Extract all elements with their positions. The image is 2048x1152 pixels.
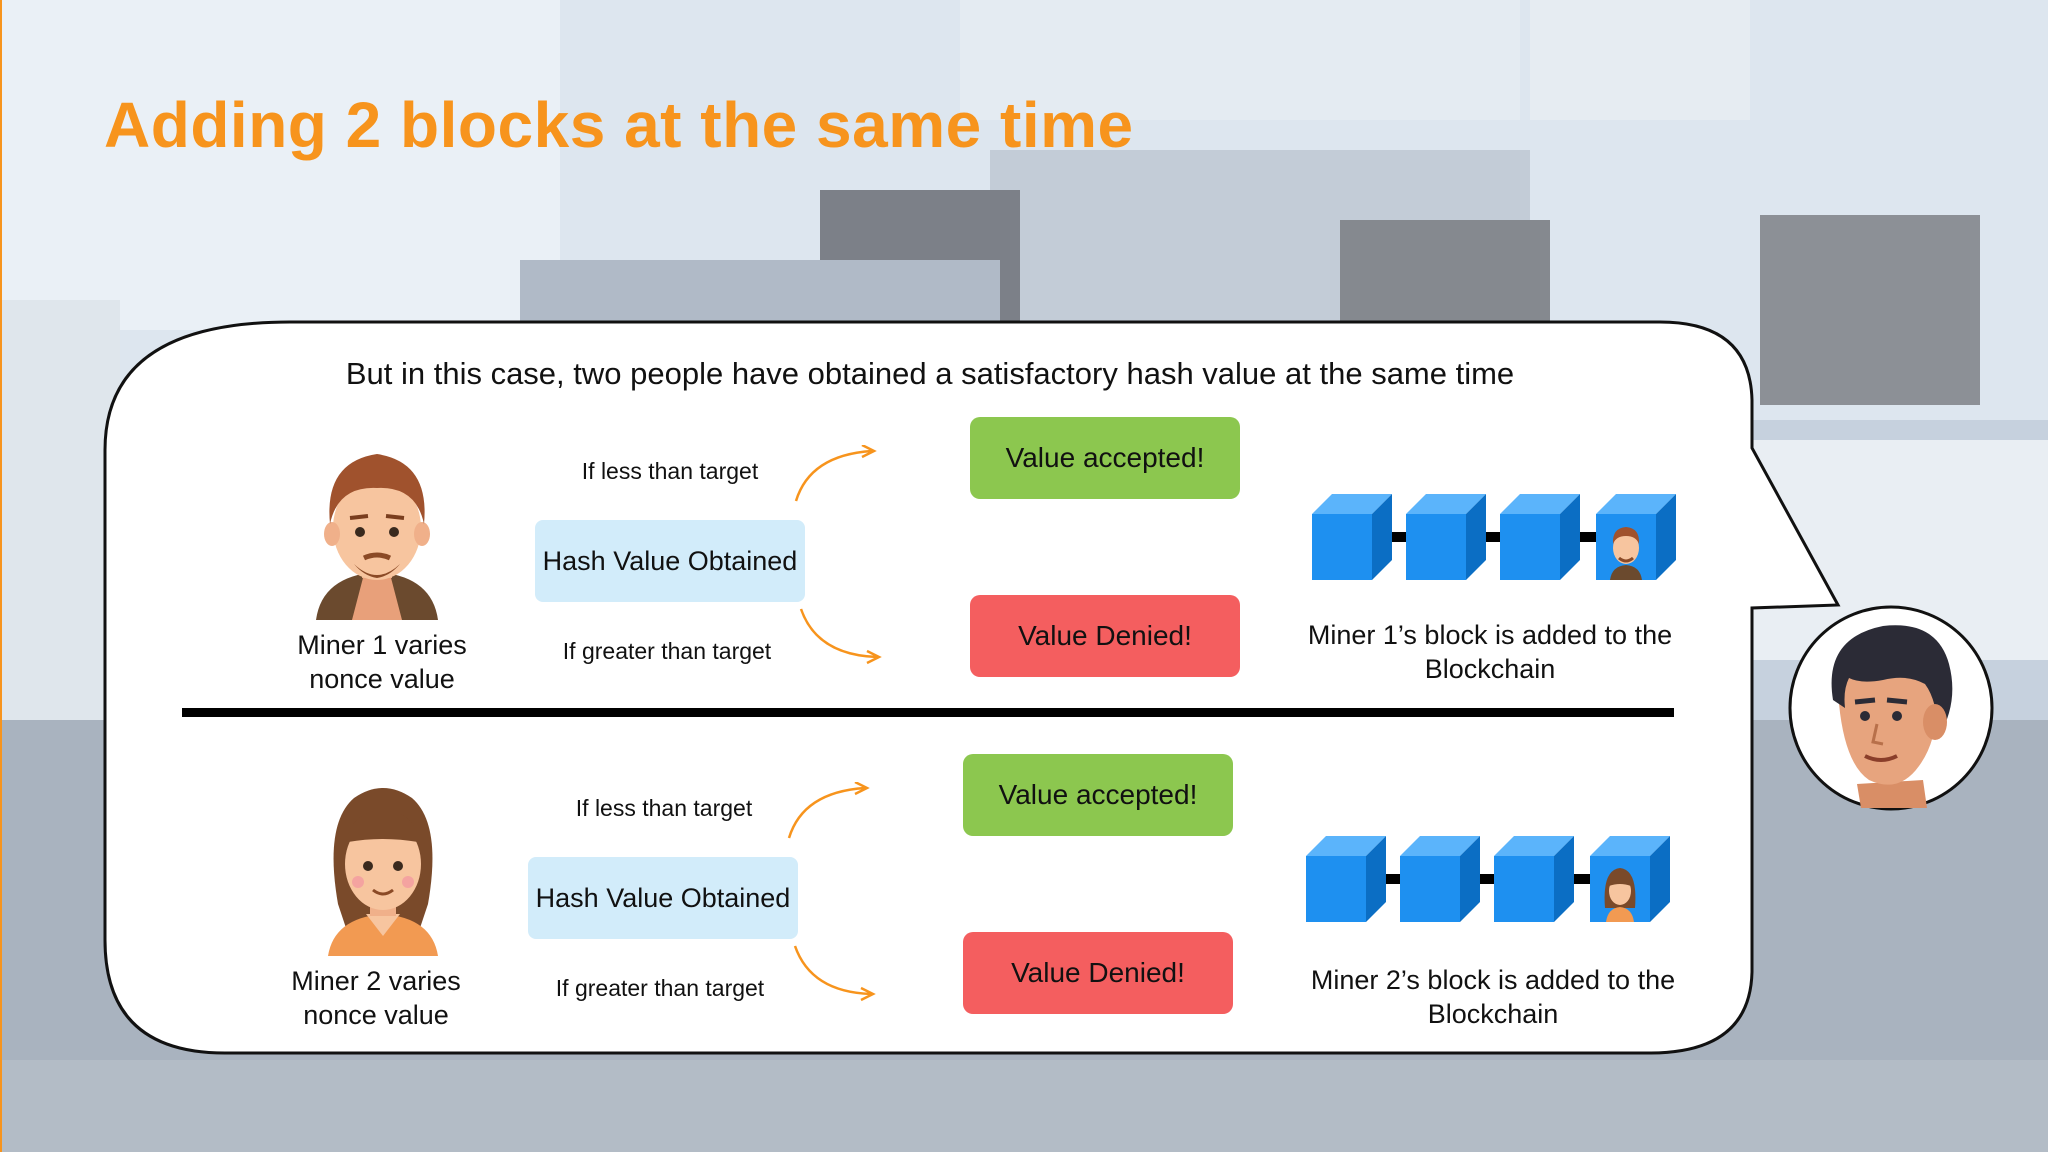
blockchain-2 <box>1306 836 1670 922</box>
miner-2-label: Miner 2 varies nonce value <box>291 966 461 1030</box>
miner-1-label: Miner 1 varies nonce value <box>297 630 467 694</box>
if-less-label-2: If less than target <box>575 795 753 821</box>
block-cube-icon <box>1406 494 1486 580</box>
narrator-avatar-icon <box>1788 605 1994 811</box>
block-cube-icon <box>1500 494 1580 580</box>
chain-label-2: Miner 2’s block is added to the Blockcha… <box>1310 965 1676 1029</box>
value-denied-box-2: Value Denied! <box>963 932 1233 1014</box>
up-arrow-icon <box>787 782 870 839</box>
slide-title: Adding 2 blocks at the same time <box>104 89 1134 161</box>
value-accepted-box-1: Value accepted! <box>970 417 1240 499</box>
value-denied-box-1: Value Denied! <box>970 595 1240 677</box>
block-cube-icon <box>1400 836 1480 922</box>
slide-subtitle: But in this case, two people have obtain… <box>345 356 1515 391</box>
block-cube-miner-1-icon <box>1596 494 1676 580</box>
value-accepted-box-2: Value accepted! <box>963 754 1233 836</box>
chain-label-1: Miner 1’s block is added to the Blockcha… <box>1307 620 1673 684</box>
down-arrow-icon <box>799 608 882 665</box>
hash-value-box-2: Hash Value Obtained <box>528 857 798 939</box>
miner-2-avatar-icon <box>328 788 438 956</box>
hash-value-box-1: Hash Value Obtained <box>535 520 805 602</box>
row-divider <box>182 708 1674 717</box>
block-cube-icon <box>1312 494 1392 580</box>
block-cube-miner-2-icon <box>1590 836 1670 922</box>
block-cube-icon <box>1494 836 1574 922</box>
up-arrow-icon <box>794 445 877 502</box>
down-arrow-icon <box>793 945 876 1002</box>
block-cube-icon <box>1306 836 1386 922</box>
blockchain-1 <box>1312 494 1676 580</box>
miner-1-avatar-icon <box>316 454 438 620</box>
if-greater-label-2: If greater than target <box>555 975 765 1001</box>
if-greater-label-1: If greater than target <box>562 638 772 664</box>
if-less-label-1: If less than target <box>581 458 759 484</box>
